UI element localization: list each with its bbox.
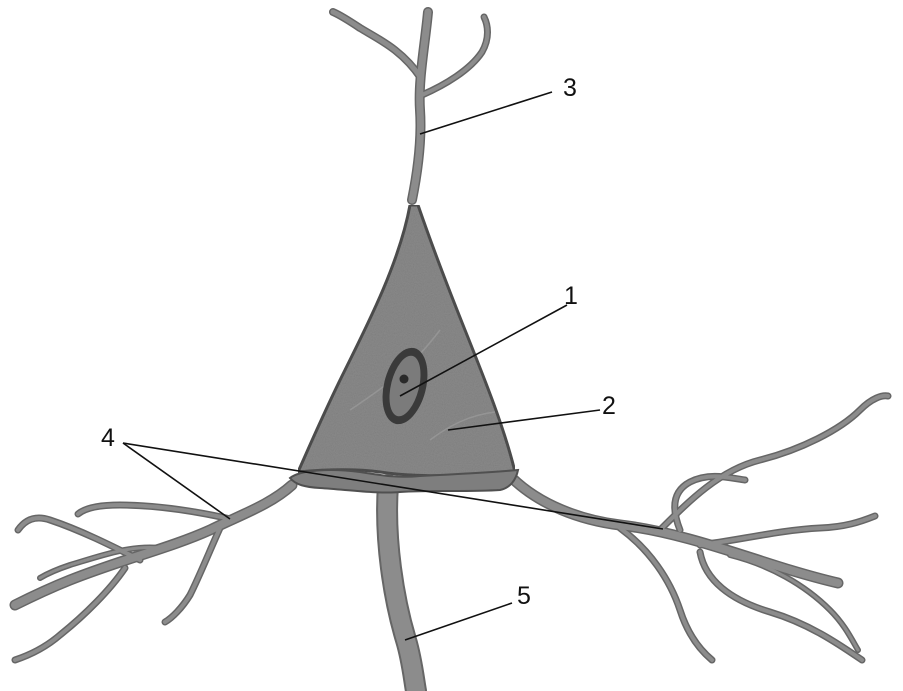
label-cytoplasm: 2 (602, 392, 616, 420)
nucleolus (400, 375, 409, 384)
label-apical-dendrite: 3 (563, 74, 577, 102)
label-axon: 5 (517, 582, 531, 610)
leader-line-3 (420, 92, 552, 134)
soma (298, 205, 515, 476)
label-nucleus: 1 (564, 282, 578, 310)
apical-dendrite (333, 12, 488, 200)
axon (387, 485, 416, 691)
label-dendrites: 4 (101, 424, 115, 452)
left-dendrites (15, 485, 292, 660)
leader-line-5 (405, 603, 512, 640)
right-dendrites (512, 396, 888, 660)
cell-body (290, 205, 518, 493)
